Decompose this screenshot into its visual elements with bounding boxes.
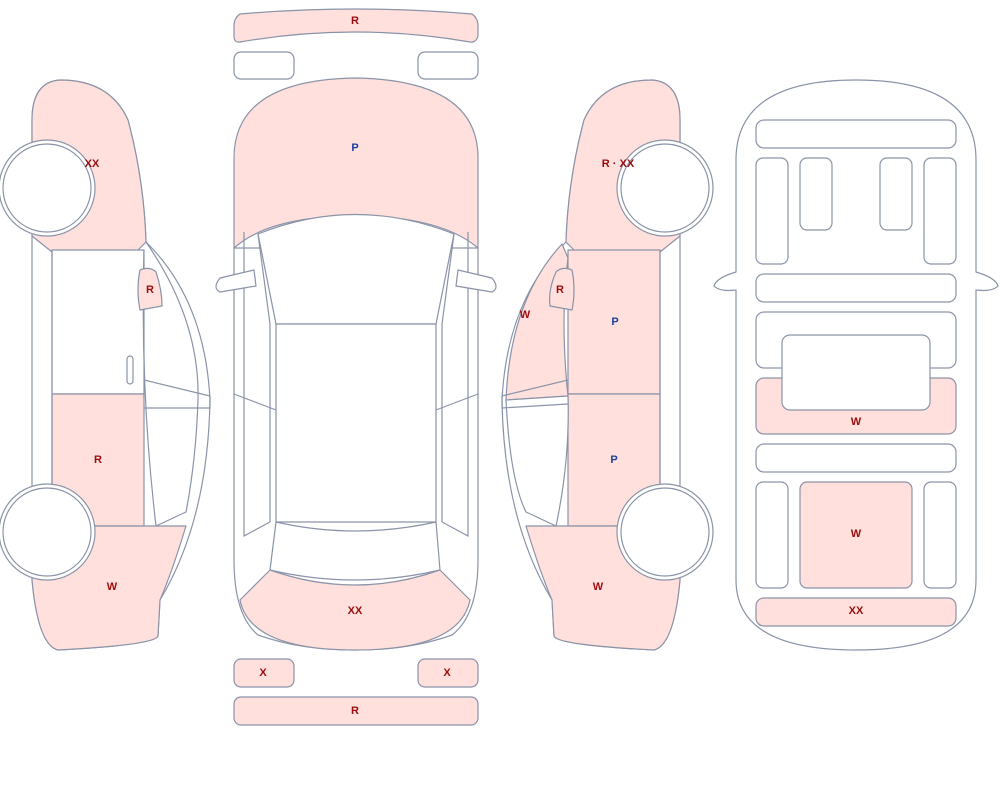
trunk-lid-panel[interactable] <box>239 569 471 651</box>
headlight-right[interactable] <box>417 51 479 80</box>
front-left-door-trim[interactable] <box>755 157 789 265</box>
rear-bumper-code: R <box>351 705 359 717</box>
front-right-seat[interactable] <box>879 157 913 231</box>
left-front-fender-code: XX <box>85 158 100 170</box>
trunk-floor-code: XX <box>849 605 864 617</box>
left-rear-quarter-code: W <box>107 581 118 593</box>
left-mirror[interactable] <box>137 267 163 311</box>
console-code: W <box>851 416 862 428</box>
tail-light-right[interactable] <box>417 658 479 688</box>
rear-right-door-trim[interactable] <box>923 481 957 589</box>
front-bumper-panel[interactable] <box>233 8 479 43</box>
windshield[interactable] <box>257 213 455 325</box>
center-panel[interactable] <box>755 273 957 303</box>
right-front-door-code: P <box>611 316 618 328</box>
center-console-box[interactable] <box>781 334 931 411</box>
right-mirror[interactable] <box>549 267 575 311</box>
right-rear-quarter-code: W <box>593 581 604 593</box>
front-bumper-code: R <box>351 15 359 27</box>
rear-seat-code: W <box>851 528 862 540</box>
rear-window[interactable] <box>269 521 441 581</box>
left-door-handle[interactable] <box>126 355 134 385</box>
left-rear-door-code: R <box>94 454 102 466</box>
right-side-view <box>501 79 714 651</box>
rear-bumper-panel[interactable] <box>233 696 479 726</box>
headlight-left[interactable] <box>233 51 295 80</box>
right-mirror-code: R <box>556 284 564 296</box>
tail-light-right-code: X <box>443 667 451 679</box>
tail-light-left-code: X <box>259 667 267 679</box>
interior-view <box>713 79 999 651</box>
rear-glass-code: XX <box>348 605 363 617</box>
top-view <box>215 8 497 726</box>
mirror-left[interactable] <box>215 269 257 293</box>
tail-light-left[interactable] <box>233 658 295 688</box>
right-front-fender-code: R · XX <box>602 158 635 170</box>
front-left-seat[interactable] <box>799 157 833 231</box>
damage-labels: R P XX X X R XX R R W R · XX W R P P W W… <box>85 15 864 717</box>
roof-panel[interactable] <box>275 323 437 523</box>
rear-seat-panel[interactable] <box>799 481 913 589</box>
roof-code: P <box>351 142 358 154</box>
rear-left-door-trim[interactable] <box>755 481 789 589</box>
front-right-door-trim[interactable] <box>923 157 957 265</box>
left-mirror-code: R <box>146 284 154 296</box>
mirror-right[interactable] <box>455 269 497 293</box>
rear-panel[interactable] <box>755 443 957 473</box>
right-pillar-code: W <box>520 309 531 321</box>
trunk-floor-panel[interactable] <box>755 597 957 627</box>
right-a-pillar[interactable] <box>505 243 569 401</box>
right-rear-door-code: P <box>610 454 617 466</box>
left-side-view <box>0 79 211 651</box>
dashboard[interactable] <box>755 119 957 149</box>
